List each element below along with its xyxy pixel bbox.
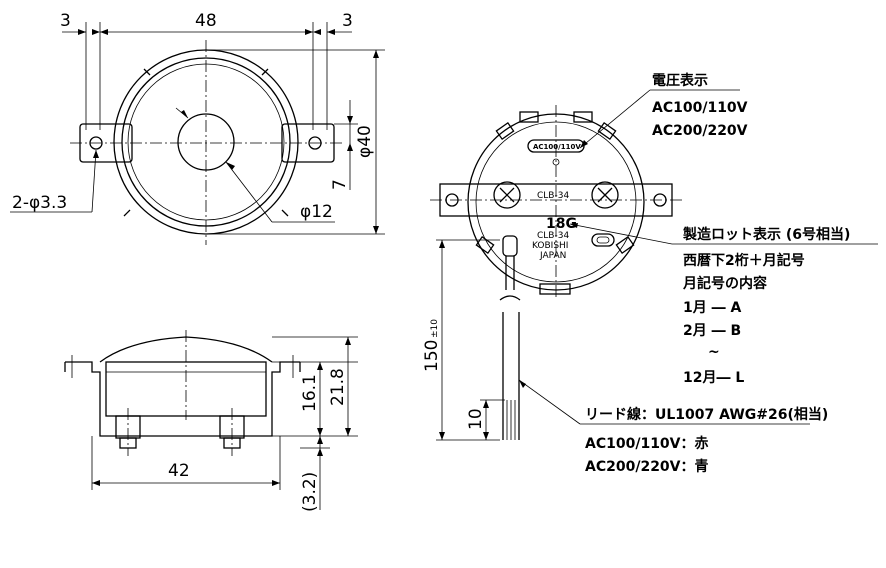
voltage-title: 電圧表示 — [652, 72, 708, 89]
dim-hole-label: 2-φ3.3 — [12, 193, 67, 213]
dim-left-margin: 3 — [60, 11, 71, 31]
month-tilde: ~ — [708, 344, 720, 360]
voltage-line1: AC100/110V — [652, 100, 748, 116]
dim-lead-clearance: (3.2) — [300, 472, 320, 512]
dim-center-12: φ12 — [300, 202, 333, 222]
dim-width-48: 48 — [195, 11, 217, 31]
lot-line1: 西暦下2桁＋月記号 — [683, 252, 805, 269]
dim-total-height: 21.8 — [328, 368, 348, 406]
notes: 電圧表示 AC100/110V AC200/220V 製造ロット表示 (6号相当… — [585, 72, 850, 475]
voltage-stamp: AC100/110V — [533, 143, 581, 151]
lot-line2: 月記号の内容 — [682, 275, 767, 292]
dim-width-42: 42 — [168, 461, 190, 481]
dim-lead-strip: 10 — [466, 408, 486, 430]
month-12: 12月― L — [683, 370, 744, 386]
rear-view: AC100/110V CLB-34 18G CLB-34 KOBISHI JAP… — [422, 89, 878, 441]
dim-diameter-40: φ40 — [355, 125, 375, 158]
country: JAPAN — [539, 251, 566, 261]
model-bottom: CLB-34 — [537, 231, 569, 241]
dim-offset-7: 7 — [330, 179, 350, 190]
lead-line1: AC100/110V：赤 — [585, 436, 709, 452]
lead-line2: AC200/220V：青 — [585, 458, 709, 475]
dim-body-height: 16.1 — [300, 374, 320, 412]
top-view: 3 48 3 φ40 7 2-φ3.3 — [10, 11, 385, 245]
dim-lead-tolerance: ±10 — [430, 319, 440, 338]
lead-title: リード線：UL1007 AWG#26(相当) — [585, 406, 828, 423]
voltage-line2: AC200/220V — [652, 123, 748, 139]
side-view: 16.1 21.8 (3.2) 42 — [64, 330, 358, 512]
maker: KOBISHI — [532, 241, 568, 251]
lot-code: 18G — [546, 216, 577, 232]
dim-lead-length: 150 — [422, 340, 442, 372]
dim-right-margin: 3 — [342, 11, 353, 31]
month-2: 2月 ― B — [683, 323, 741, 339]
lot-title: 製造ロット表示 (6号相当) — [682, 226, 850, 243]
model-top: CLB-34 — [537, 191, 569, 201]
month-1: 1月 ― A — [683, 300, 741, 316]
